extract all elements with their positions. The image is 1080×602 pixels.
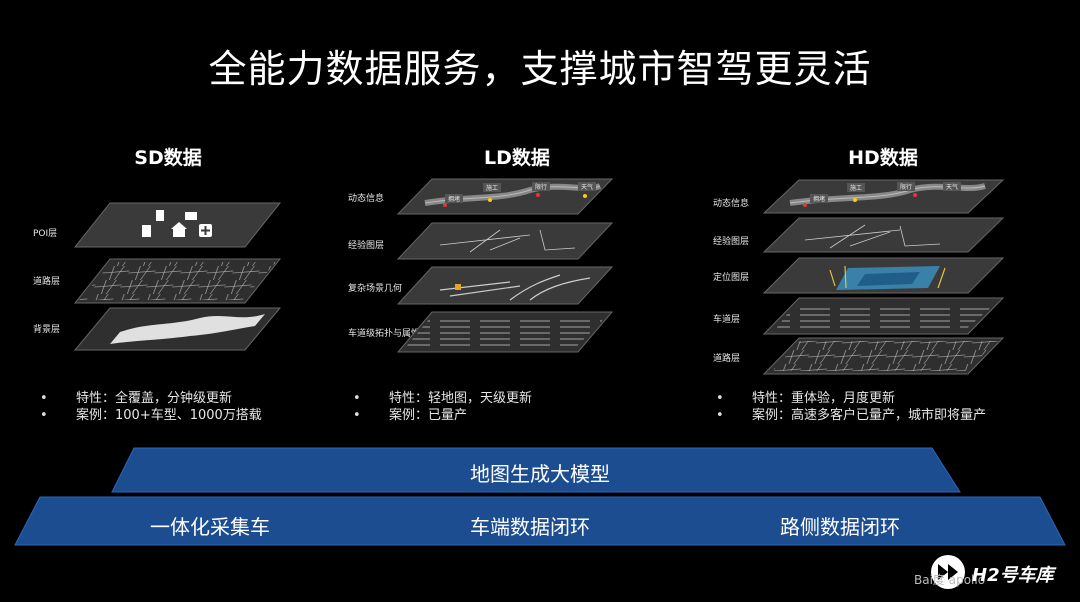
sd-layer-background [73, 307, 282, 351]
sd-bullet-feature: 特性：全覆盖，分钟级更新 [40, 390, 262, 407]
hd-layer-location [762, 257, 1005, 294]
hd-layer-road [762, 337, 1005, 375]
sd-layer-label-background: 背景层 [33, 325, 61, 335]
band-bottom-label-vehicle: 一体化采集车 [150, 515, 270, 539]
band-bottom-label-onboard: 车端数据闭环 [470, 515, 590, 539]
ld-bullet-feature: 特性：轻地图，天级更新 [353, 390, 532, 407]
ld-layer-complex [396, 266, 614, 305]
hd-layer-lane [762, 297, 1005, 335]
hd-layer-label-dynamic: 动态信息 [713, 199, 750, 209]
sd-layer-label-poi: POI层 [33, 229, 58, 239]
hd-bullet-case: 案例：高速多客户已量产，城市即将量产 [716, 407, 986, 424]
ld-layer-label-complex: 复杂场景几何 [348, 284, 403, 294]
col-title-sd: SD数据 [134, 147, 202, 169]
ld-layer-lane [396, 311, 614, 353]
hd-layer-label-road: 道路层 [713, 354, 741, 364]
ld-tag-weather: 天气 [578, 182, 597, 191]
ld-layer-label-dynamic: 动态信息 [348, 194, 385, 204]
hd-tag-construction: 施工 [847, 183, 866, 192]
band-top-label: 地图生成大模型 [470, 462, 610, 486]
ld-bullet-case: 案例：已量产 [353, 407, 532, 424]
hd-layer-label-experience: 经验图层 [713, 237, 750, 247]
hd-layer-dynamic [762, 179, 1005, 214]
watermark-brand: H2号车库 [972, 565, 1054, 586]
sd-bullet-case: 案例：100+车型、1000万搭载 [40, 407, 262, 424]
col-title-hd: HD数据 [848, 147, 918, 169]
hd-layer-label-lane: 车道层 [713, 315, 741, 325]
watermark-baidu: Bai度 apollo [914, 573, 986, 587]
band-bottom-label-roadside: 路侧数据闭环 [780, 515, 900, 539]
ld-tag-restriction: 限行 [532, 182, 551, 191]
ld-layer-label-lane: 车道级拓扑与属性 [348, 329, 421, 339]
col-title-ld: LD数据 [484, 147, 550, 169]
hd-tag-weather: 天气 [943, 182, 962, 191]
sd-layer-road [73, 258, 282, 304]
ld-layer-label-experience: 经验图层 [348, 241, 385, 251]
sd-layer-poi [73, 202, 282, 248]
ld-tag-jam: 拥堵 [445, 194, 464, 203]
hd-tag-restriction: 限行 [897, 182, 916, 191]
watermark-logo-icon [931, 555, 965, 589]
ld-layer-experience [396, 222, 614, 260]
ld-tag-construction: 施工 [483, 183, 502, 192]
sd-layer-label-road: 道路层 [33, 277, 61, 287]
hd-bullets: 特性：重体验，月度更新 案例：高速多客户已量产，城市即将量产 [716, 390, 986, 424]
page-title: 全能力数据服务，支撑城市智驾更灵活 [208, 47, 872, 91]
hd-layer-experience [762, 217, 1005, 253]
band-bottom [14, 496, 1066, 546]
hd-layer-label-location: 定位图层 [713, 273, 750, 283]
hd-tag-jam: 拥堵 [810, 194, 829, 203]
band-top [111, 447, 961, 493]
sd-bullets: 特性：全覆盖，分钟级更新 案例：100+车型、1000万搭载 [40, 390, 262, 424]
ld-bullets: 特性：轻地图，天级更新 案例：已量产 [353, 390, 532, 424]
hd-bullet-feature: 特性：重体验，月度更新 [716, 390, 986, 407]
